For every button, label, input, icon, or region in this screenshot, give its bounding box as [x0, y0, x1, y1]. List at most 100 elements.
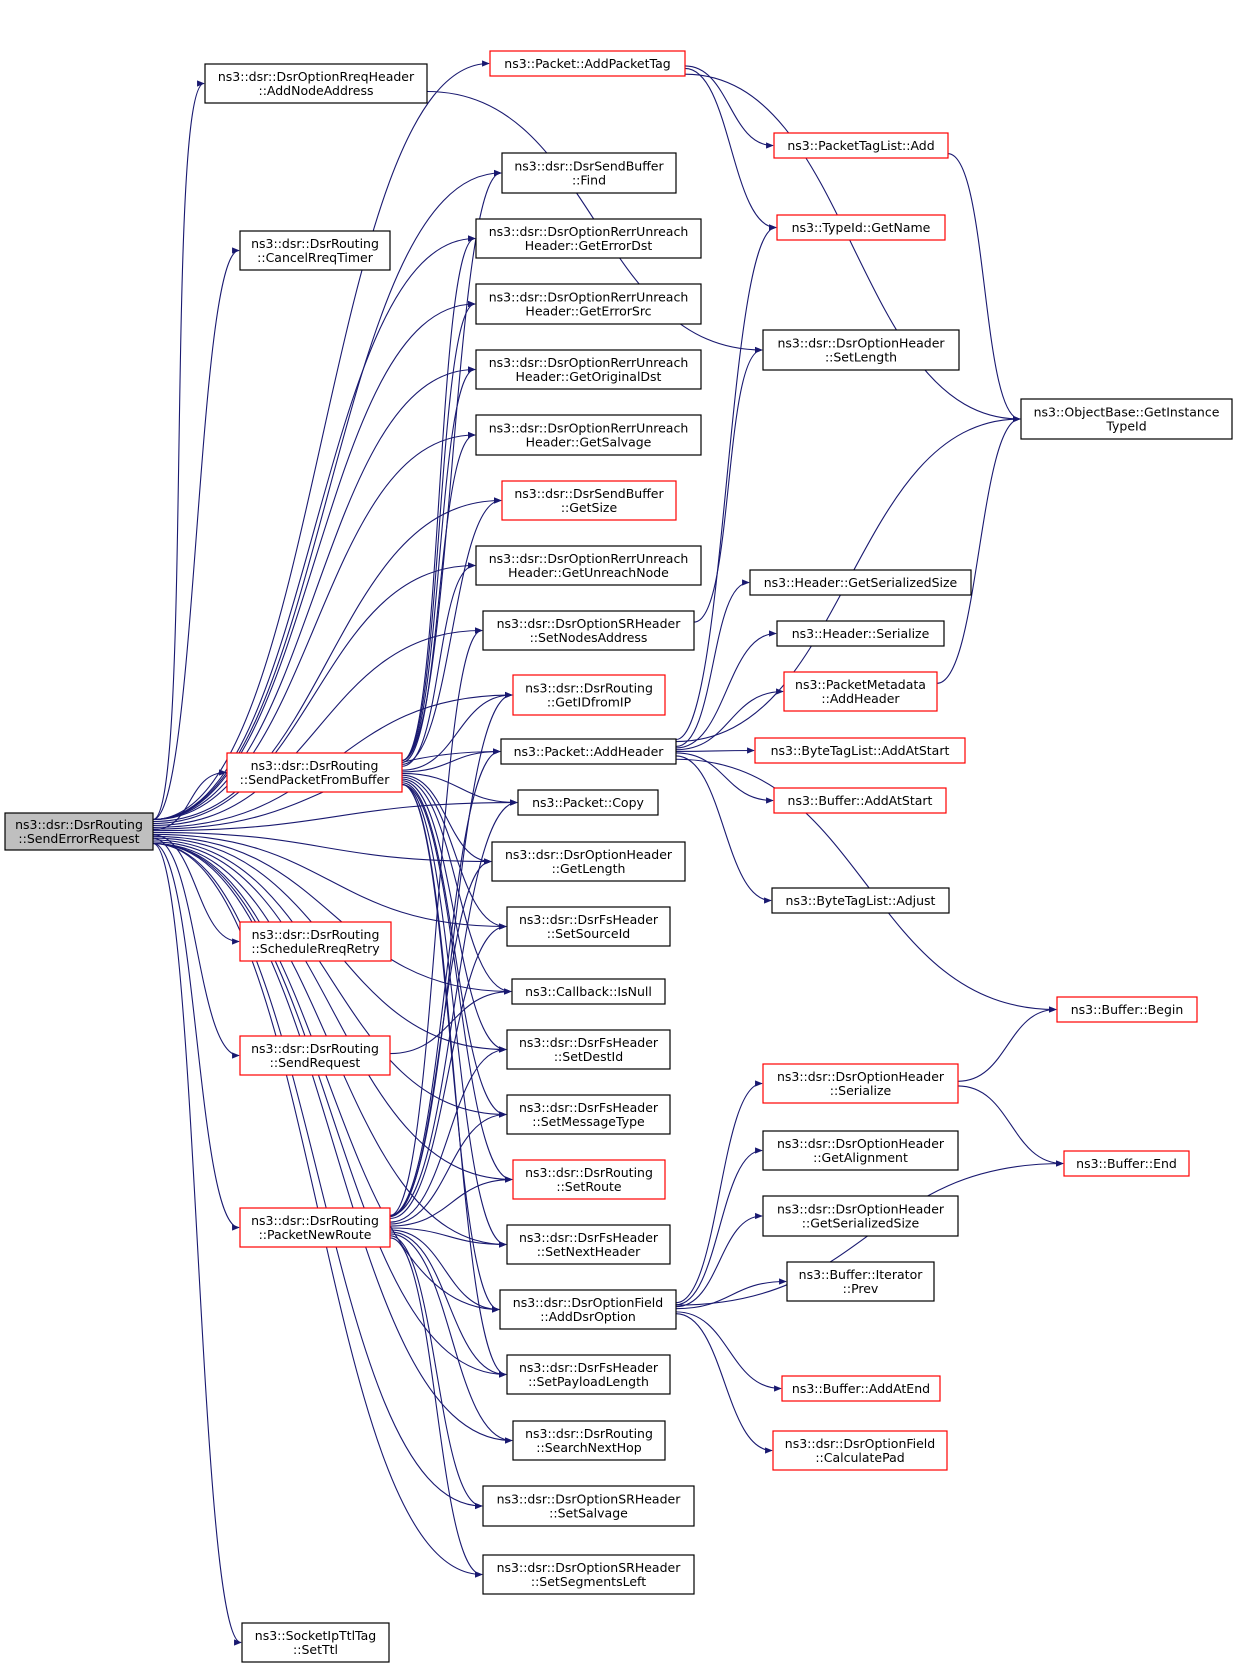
- node-label-line: ::CancelRreqTimer: [257, 250, 374, 265]
- node-getIDfromIP[interactable]: ns3::dsr::DsrRouting::GetIDfromIP: [512, 674, 666, 716]
- node-label-line: ::SearchNextHop: [536, 1440, 642, 1455]
- node-setNodesAddress[interactable]: ns3::dsr::DsrOptionSRHeader::SetNodesAdd…: [482, 610, 695, 651]
- node-typeIdGetName[interactable]: ns3::TypeId::GetName: [776, 214, 946, 241]
- node-bufAddAtStart[interactable]: ns3::Buffer::AddAtStart: [773, 787, 947, 814]
- node-setPayloadLength[interactable]: ns3::dsr::DsrFsHeader::SetPayloadLength: [506, 1354, 671, 1395]
- node-bufBegin[interactable]: ns3::Buffer::Begin: [1056, 996, 1198, 1023]
- node-box: [506, 1224, 671, 1265]
- edge-ohSerialize-to-bufEnd: [957, 1085, 1064, 1167]
- node-getErrorSrc[interactable]: ns3::dsr::DsrOptionRerrUnreachHeader::Ge…: [475, 283, 702, 325]
- node-label-line: ns3::dsr::DsrRouting: [252, 927, 380, 942]
- node-addNodeAddress[interactable]: ns3::dsr::DsrOptionRreqHeader::AddNodeAd…: [204, 63, 428, 104]
- node-ohGetAlignment[interactable]: ns3::dsr::DsrOptionHeader::GetAlignment: [762, 1130, 959, 1171]
- node-label-line: ns3::dsr::DsrSendBuffer: [514, 159, 664, 174]
- node-bufAddAtEnd[interactable]: ns3::Buffer::AddAtEnd: [781, 1375, 941, 1402]
- node-addDsrOption[interactable]: ns3::dsr::DsrOptionField::AddDsrOption: [499, 1289, 677, 1330]
- node-scheduleRreqRetry[interactable]: ns3::dsr::DsrRouting::ScheduleRreqRetry: [239, 921, 392, 962]
- edge-addDsrOption-to-ohGetAlignment: [675, 1147, 763, 1306]
- node-hGetSerializedSize[interactable]: ns3::Header::GetSerializedSize: [749, 569, 972, 596]
- node-getUnreachNode[interactable]: ns3::dsr::DsrOptionRerrUnreachHeader::Ge…: [475, 545, 702, 586]
- node-label-line: ::AddNodeAddress: [258, 83, 373, 98]
- edge-packetAddHeader-to-hGetSerializedSize: [675, 579, 750, 747]
- node-ohGetLength[interactable]: ns3::dsr::DsrOptionHeader::GetLength: [491, 841, 686, 882]
- node-box: [491, 841, 686, 882]
- node-setSegmentsLeft[interactable]: ns3::dsr::DsrOptionSRHeader::SetSegments…: [482, 1554, 695, 1595]
- node-label-line: ns3::dsr::DsrOptionSRHeader: [497, 1492, 682, 1507]
- node-box: [772, 1430, 948, 1471]
- node-btlAddAtStart[interactable]: ns3::ByteTagList::AddAtStart: [754, 737, 966, 764]
- node-setDestId[interactable]: ns3::dsr::DsrFsHeader::SetDestId: [506, 1029, 671, 1070]
- node-setSourceId[interactable]: ns3::dsr::DsrFsHeader::SetSourceId: [506, 906, 671, 947]
- node-btlAdjust[interactable]: ns3::ByteTagList::Adjust: [771, 887, 950, 914]
- node-label-line: ::SendPacketFromBuffer: [240, 772, 391, 787]
- node-box: [475, 545, 702, 586]
- node-label-line: ns3::Callback::IsNull: [525, 984, 652, 999]
- node-root[interactable]: ns3::dsr::DsrRouting::SendErrorRequest: [4, 812, 154, 851]
- node-box: [489, 50, 686, 77]
- edge-root-to-setPayloadLength: [152, 842, 507, 1378]
- node-setNextHeader[interactable]: ns3::dsr::DsrFsHeader::SetNextHeader: [506, 1224, 671, 1265]
- node-label-line: ns3::dsr::DsrOptionRreqHeader: [218, 69, 415, 84]
- edge-root-to-addNodeAddress: [152, 80, 205, 821]
- edge-root-to-sbFind: [152, 169, 502, 821]
- edge-packetAddHeader-to-bufAddAtStart: [675, 752, 774, 804]
- node-sendRequest[interactable]: ns3::dsr::DsrRouting::SendRequest: [239, 1035, 391, 1076]
- node-label-line: ::AddHeader: [821, 691, 900, 706]
- node-ohSetLength[interactable]: ns3::dsr::DsrOptionHeader::SetLength: [762, 329, 960, 371]
- edge-packetNewRoute-to-setRoute: [389, 1176, 513, 1227]
- node-getSalvage[interactable]: ns3::dsr::DsrOptionRerrUnreachHeader::Ge…: [475, 414, 702, 456]
- node-sendPacketFromBuffer[interactable]: ns3::dsr::DsrRouting::SendPacketFromBuff…: [226, 752, 403, 793]
- node-label-line: ::SetSourceId: [547, 926, 631, 941]
- node-setMessageType[interactable]: ns3::dsr::DsrFsHeader::SetMessageType: [506, 1094, 671, 1135]
- edge-root-to-ohGetLength: [152, 831, 492, 865]
- node-label-line: ns3::Packet::AddHeader: [514, 744, 665, 759]
- node-calcPad[interactable]: ns3::dsr::DsrOptionField::CalculatePad: [772, 1430, 948, 1471]
- node-label-line: ns3::Header::Serialize: [792, 626, 930, 641]
- node-iterPrev[interactable]: ns3::Buffer::Iterator::Prev: [786, 1261, 935, 1302]
- node-cancelRreqTimer[interactable]: ns3::dsr::DsrRouting::CancelRreqTimer: [239, 230, 391, 271]
- edge-root-to-getSalvage: [152, 431, 476, 821]
- edge-packetNewRoute-to-setSegmentsLeft: [389, 1237, 483, 1578]
- node-hSerialize[interactable]: ns3::Header::Serialize: [776, 620, 945, 647]
- node-setSalvage[interactable]: ns3::dsr::DsrOptionSRHeader::SetSalvage: [482, 1485, 695, 1527]
- node-label-line: ns3::ObjectBase::GetInstance: [1034, 405, 1220, 420]
- node-ohGetSerializedSize[interactable]: ns3::dsr::DsrOptionHeader::GetSerialized…: [762, 1195, 959, 1237]
- node-label-line: ns3::dsr::DsrOptionSRHeader: [497, 1560, 682, 1575]
- node-sbGetSize[interactable]: ns3::dsr::DsrSendBuffer::GetSize: [501, 480, 677, 521]
- node-label-line: ns3::dsr::DsrOptionHeader: [777, 1202, 945, 1217]
- node-getOriginalDst[interactable]: ns3::dsr::DsrOptionRerrUnreachHeader::Ge…: [475, 349, 702, 390]
- edge-packetNewRoute-to-ohGetLength: [389, 858, 492, 1218]
- node-packetAddHeader[interactable]: ns3::Packet::AddHeader: [500, 738, 677, 765]
- node-setTtl[interactable]: ns3::SocketIpTtlTag::SetTtl: [241, 1622, 390, 1663]
- node-sbFind[interactable]: ns3::dsr::DsrSendBuffer::Find: [501, 152, 677, 194]
- node-cbIsNull[interactable]: ns3::Callback::IsNull: [511, 978, 666, 1005]
- node-searchNextHop[interactable]: ns3::dsr::DsrRouting::SearchNextHop: [512, 1420, 666, 1461]
- node-box: [762, 329, 960, 371]
- node-packetNewRoute[interactable]: ns3::dsr::DsrRouting::PacketNewRoute: [239, 1207, 391, 1248]
- node-label-line: ::SendRequest: [270, 1055, 361, 1070]
- node-box: [506, 1029, 671, 1070]
- node-box: [239, 1035, 391, 1076]
- node-box: [475, 283, 702, 325]
- node-label-line: Header::GetUnreachNode: [508, 565, 669, 580]
- node-setRoute[interactable]: ns3::dsr::DsrRouting::SetRoute: [512, 1159, 666, 1200]
- node-label-line: ns3::dsr::DsrSendBuffer: [514, 486, 664, 501]
- edge-packetAddHeader-to-pmAddHeader: [675, 688, 784, 751]
- node-box: [754, 737, 966, 764]
- edge-packetAddHeader-to-bufBegin: [675, 758, 1057, 1013]
- node-label-line: ::SetSegmentsLeft: [531, 1574, 646, 1589]
- node-label-line: ::SetNodesAddress: [530, 630, 648, 645]
- node-tagListAdd[interactable]: ns3::PacketTagList::Add: [773, 132, 949, 159]
- edge-sendPacketFromBuffer-to-getIDfromIP: [401, 691, 513, 771]
- edge-root-to-packetCopy: [152, 799, 518, 832]
- edge-packetNewRoute-to-setNextHeader: [389, 1227, 507, 1248]
- node-ohSerialize[interactable]: ns3::dsr::DsrOptionHeader::Serialize: [762, 1063, 959, 1104]
- node-getErrorDst[interactable]: ns3::dsr::DsrOptionRerrUnreachHeader::Ge…: [475, 218, 702, 259]
- node-packetCopy[interactable]: ns3::Packet::Copy: [517, 789, 659, 816]
- edge-sendPacketFromBuffer-to-packetAddHeader: [401, 748, 501, 773]
- node-bufEnd[interactable]: ns3::Buffer::End: [1063, 1150, 1190, 1177]
- node-addPacketTag[interactable]: ns3::Packet::AddPacketTag: [489, 50, 686, 77]
- node-pmAddHeader[interactable]: ns3::PacketMetadata::AddHeader: [783, 671, 938, 712]
- node-label-line: ::SetMessageType: [532, 1114, 645, 1129]
